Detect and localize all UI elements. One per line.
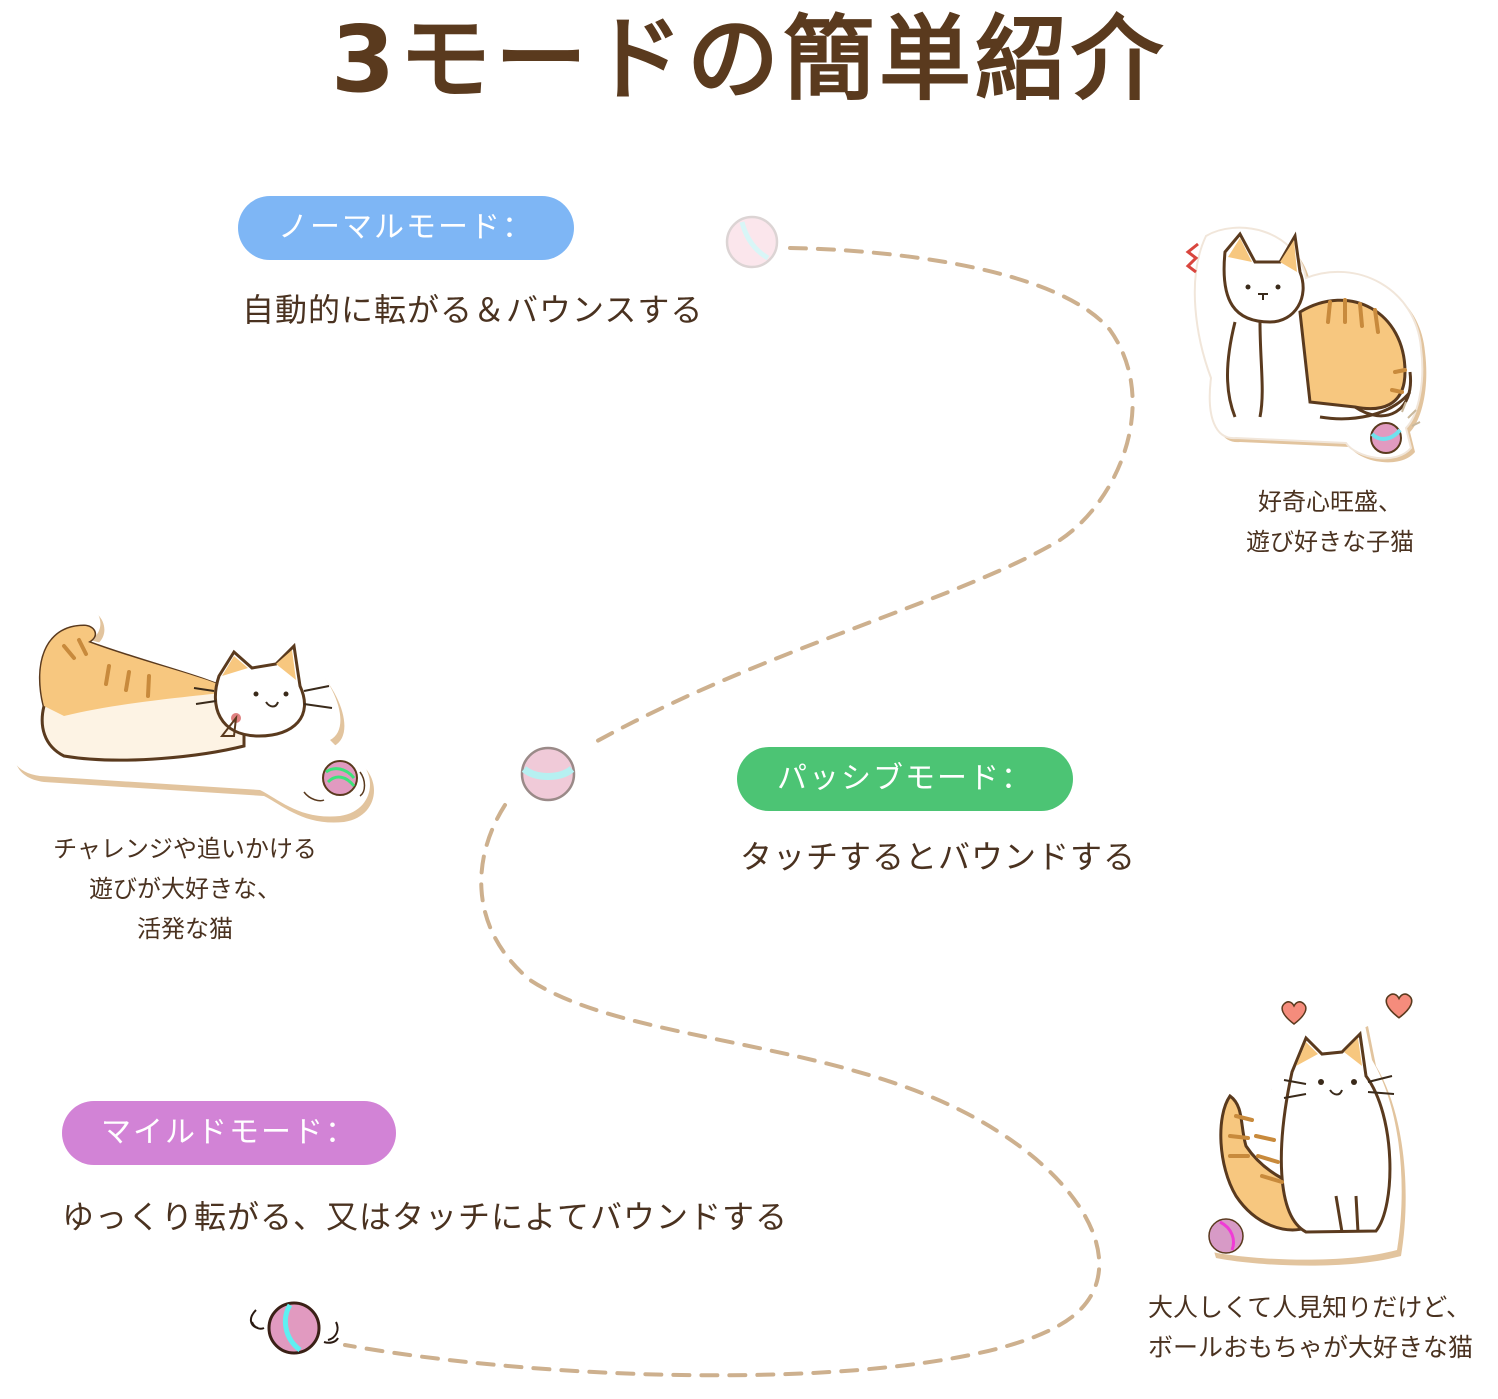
passive-mode-label: パッシブモード： bbox=[777, 761, 1033, 796]
page-title: 3モードの簡単紹介 bbox=[330, 6, 1167, 113]
ball-icon bbox=[520, 746, 576, 802]
heart-icon bbox=[1385, 993, 1413, 1019]
shy-cat-illustration bbox=[1204, 1020, 1406, 1266]
mild-mode-description: ゆっくり転がる、又はタッチによてバウンドする bbox=[62, 1198, 789, 1236]
bouncing-ball-icon bbox=[250, 1301, 339, 1355]
passive-mode-description: タッチするとバウンドする bbox=[740, 838, 1137, 876]
shy-cat-caption: 大人しくて人見知りだけど、 ボールおもちゃが大好きな猫 bbox=[1148, 1293, 1474, 1362]
normal-mode-label: ノーマルモード： bbox=[278, 210, 534, 245]
ball-icon bbox=[725, 215, 779, 269]
mild-mode-label: マイルドモード： bbox=[101, 1115, 357, 1150]
active-cat-caption: チャレンジや追いかける 遊びが大好きな、 活発な猫 bbox=[53, 835, 317, 943]
heart-icon bbox=[1281, 1001, 1307, 1025]
normal-mode-badge: ノーマルモード： bbox=[238, 196, 574, 260]
passive-mode-badge: パッシブモード： bbox=[737, 747, 1073, 811]
normal-mode-description: 自動的に転がる＆バウンスする bbox=[242, 291, 704, 329]
mild-mode-badge: マイルドモード： bbox=[62, 1101, 396, 1165]
curious-kitten-caption: 好奇心旺盛、 遊び好きな子猫 bbox=[1246, 488, 1414, 556]
curious-kitten-illustration bbox=[1185, 226, 1427, 463]
active-cat-illustration bbox=[9, 601, 374, 823]
